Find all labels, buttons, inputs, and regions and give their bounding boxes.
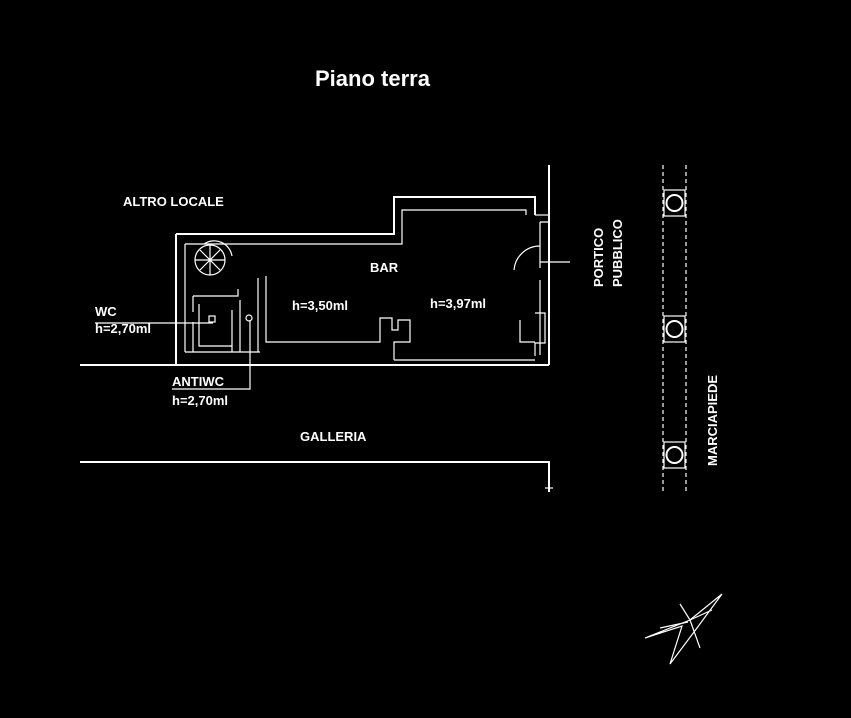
annotation-leaders [95,320,251,390]
column-icon [663,441,686,469]
label-bar-height-left: h=3,50ml [292,298,348,313]
label-antiwc-height: h=2,70ml [172,393,228,408]
plant-icon [194,240,233,276]
label-marciapiede: MARCIAPIEDE [705,375,720,466]
entrance-door [513,245,570,271]
sink-icon [245,314,253,322]
label-bar-height-right: h=3,97ml [430,296,486,311]
label-galleria: GALLERIA [300,429,367,444]
galleria-corridor [80,461,553,492]
column-icon [663,315,686,343]
column-icon [663,189,686,217]
marciapiede-sidewalk [662,165,687,492]
label-portico-line1: PORTICO [591,228,606,287]
label-bar: BAR [370,260,399,275]
building-walls [80,165,550,366]
wc-fixture-icon [208,315,216,323]
label-wc: WC [95,304,117,319]
compass-rose-icon [644,593,723,665]
wc-rooms [192,278,259,352]
label-portico-line2: PUBBLICO [610,219,625,287]
label-wc-height: h=2,70ml [95,321,151,336]
label-altro-locale: ALTRO LOCALE [123,194,224,209]
label-antiwc: ANTIWC [172,374,225,389]
bar-partition [265,276,535,360]
page-title: Piano terra [315,66,431,91]
